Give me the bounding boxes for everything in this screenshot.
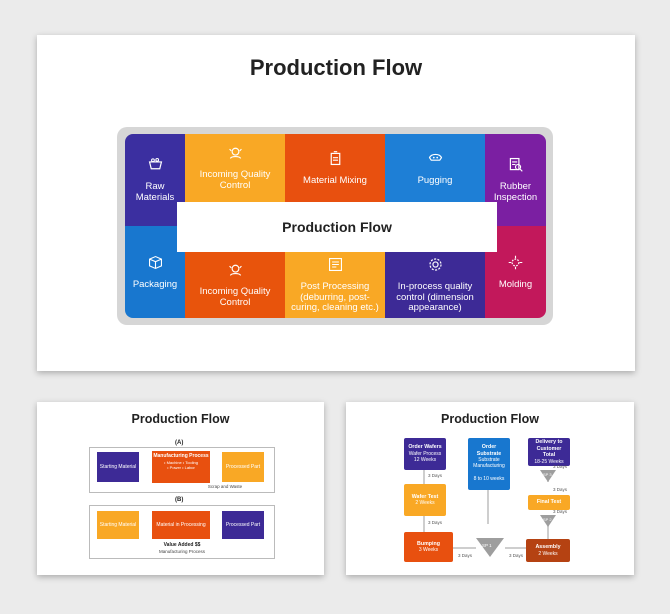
pugging-icon	[427, 150, 444, 176]
processed-part-label: Processed Part	[225, 464, 261, 470]
step-molding: Molding	[485, 226, 546, 318]
days-label: 3 Days	[458, 553, 473, 558]
order-wafers-text: Wafer Process 12 Weeks	[408, 451, 442, 464]
bumping-box: Bumping 3 Weeks	[404, 532, 453, 562]
package-icon	[147, 254, 164, 280]
wafer-test-text: 2 Weeks	[415, 500, 435, 507]
days-label: 3 Days	[553, 487, 568, 492]
raw-materials-icon	[147, 156, 164, 182]
delivery-box: Delivery to Customer Total 18-25 Weeks	[528, 438, 570, 466]
order-substrate-box: Order Substrate Substrate Manufacturing …	[468, 438, 510, 490]
step-post-processing: Post Processing (deburring, post-curing,…	[285, 252, 385, 318]
sp2-triangle	[540, 515, 556, 527]
cell-label: Post Processing (deburring, post-curing,…	[291, 280, 379, 314]
bumping-title: Bumping	[417, 540, 440, 547]
value-added-label: Value Added $$	[163, 542, 201, 548]
days-label: 3 Days	[428, 473, 443, 478]
flow-frame: Raw Materials Incoming Quality Control M…	[117, 127, 553, 325]
mixing-icon	[327, 150, 344, 176]
starting-material-block: Starting Material	[97, 452, 139, 482]
processed-part-label: Processed Part	[225, 522, 261, 528]
step-material-mixing: Material Mixing	[285, 134, 385, 202]
order-wafers-title: Order Wafers	[408, 444, 442, 451]
quality-control-icon	[227, 261, 244, 287]
assembly-title: Assembly	[535, 544, 561, 551]
manufacturing-process-block: Manufacturing Process • Machine • Toolin…	[152, 451, 210, 483]
cell-label: Raw Materials	[135, 181, 175, 203]
days-label: 3 Days	[509, 553, 524, 558]
item-power: Power	[169, 464, 181, 470]
manufacturing-label: Manufacturing Process	[153, 453, 209, 459]
post-processing-icon	[327, 256, 344, 282]
assembly-text: 2 Weeks	[538, 550, 558, 557]
order-wafers-box: Order Wafers Wafer Process 12 Weeks	[404, 438, 446, 470]
order-substrate-text: Substrate Manufacturing	[473, 457, 505, 470]
thumbnail-slide-2[interactable]: Production Flow (A) Starting Material Ma…	[37, 402, 324, 575]
item-labor: Labor	[184, 464, 195, 470]
starting-material-label: Starting Material	[99, 522, 137, 528]
order-substrate-title: Order Substrate	[476, 444, 502, 457]
item-machine: Machine	[166, 460, 182, 465]
inspection-icon	[507, 156, 524, 182]
step-incoming-qc-top: Incoming Quality Control	[185, 134, 285, 202]
slide-title: Production Flow	[441, 412, 539, 426]
final-test-box: Final Test	[528, 495, 570, 510]
step-pugging: Pugging	[385, 134, 485, 202]
cell-label: Incoming Quality Control	[199, 169, 271, 191]
thumbnail-slide-3[interactable]: Production Flow Order Wafers Wafer Proce…	[346, 402, 634, 575]
cell-label: Molding	[498, 278, 533, 290]
processed-part-block-b: Processed Part	[222, 511, 264, 539]
starting-material-label: Starting Material	[99, 464, 137, 470]
cell-label: Packaging	[132, 278, 178, 290]
cell-label: Rubber Inspection	[493, 181, 538, 203]
gear-icon	[427, 256, 444, 282]
panel-a-tag: (A)	[175, 440, 184, 446]
step-packaging: Packaging	[125, 226, 185, 318]
center-label: Production Flow	[177, 202, 497, 252]
sp3-triangle	[540, 470, 556, 482]
cell-label: Pugging	[417, 174, 453, 186]
delivery-title: Delivery to Customer Total	[535, 438, 563, 459]
processing-label: Material in Processing	[156, 522, 206, 528]
cell-label: Incoming Quality Control	[199, 286, 271, 308]
days-label: 3 Days	[553, 464, 568, 469]
main-slide[interactable]: Production Flow Raw Materials Incoming Q…	[37, 35, 635, 371]
page-title: Production Flow	[249, 55, 423, 80]
panel-b: Starting Material Material in Processing…	[89, 505, 275, 559]
sp2-label: SP 2	[543, 517, 552, 522]
delivery-text: 18-25 Weeks	[534, 458, 564, 465]
quality-control-icon	[227, 144, 244, 170]
wafer-test-box: Wafer Test 2 Weeks	[404, 484, 446, 516]
panel-b-tag: (B)	[175, 497, 184, 503]
material-processing-block: Material in Processing	[152, 511, 210, 539]
cell-label: Material Mixing	[303, 174, 367, 186]
wafer-test-title: Wafer Test	[411, 493, 439, 500]
flow-connectors	[423, 470, 556, 557]
starting-material-block-b: Starting Material	[97, 511, 139, 539]
sp1-triangle	[476, 538, 504, 557]
sp1-label: SP 1	[482, 543, 492, 548]
panel-a: Starting Material Manufacturing Process …	[89, 447, 275, 493]
step-raw-materials: Raw Materials	[125, 134, 185, 226]
molding-icon	[507, 254, 524, 280]
flow-board: Raw Materials Incoming Quality Control M…	[125, 134, 546, 318]
final-test-title: Final Test	[536, 499, 562, 506]
days-label: 3 Days	[428, 520, 443, 525]
bumping-text: 3 Weeks	[418, 547, 439, 554]
cell-label: In-process quality control (dimension ap…	[396, 280, 474, 314]
step-in-process-qc: In-process quality control (dimension ap…	[385, 252, 485, 318]
processed-part-block: Processed Part	[222, 452, 264, 482]
sp3-label: SP 3	[543, 472, 552, 477]
step-incoming-qc-bottom: Incoming Quality Control	[185, 252, 285, 318]
days-label: 3 Days	[553, 509, 568, 514]
slide-title: Production Flow	[131, 412, 230, 426]
manufacturing-process-label: Manufacturing Process	[158, 549, 206, 554]
item-tooling: Tooling	[185, 460, 198, 465]
order-substrate-weeks: 8 to 10 weeks	[473, 475, 505, 482]
assembly-box: Assembly 2 Weeks	[526, 539, 570, 562]
scrap-waste-label: Scrap and Waste	[207, 484, 243, 489]
